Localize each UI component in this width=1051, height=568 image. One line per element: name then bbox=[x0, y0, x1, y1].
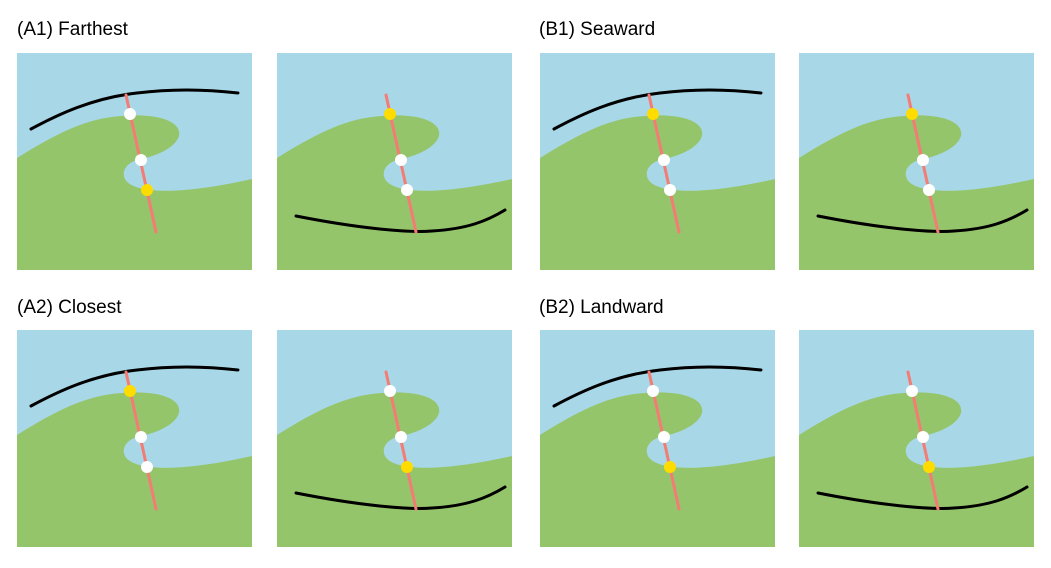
land-area bbox=[540, 115, 775, 270]
intersection-point bbox=[141, 461, 153, 473]
seaward-shoreline bbox=[29, 88, 240, 131]
intersection-point bbox=[658, 154, 670, 166]
panel-b1-landward bbox=[799, 53, 1034, 270]
panel-a1-seaward bbox=[17, 53, 252, 270]
landward-shoreline bbox=[816, 208, 1029, 233]
landward-shoreline bbox=[816, 485, 1029, 510]
land-area bbox=[277, 115, 512, 270]
group-label-a1: (A1) Farthest bbox=[17, 19, 129, 40]
intersection-point bbox=[124, 108, 136, 120]
selected-intersection-point bbox=[923, 461, 935, 473]
selected-intersection-point bbox=[664, 461, 676, 473]
land-area bbox=[540, 392, 775, 547]
panel-b1-seaward bbox=[540, 53, 775, 270]
selected-intersection-point bbox=[647, 108, 659, 120]
panel-b2-seaward bbox=[540, 330, 775, 547]
panel-a2-landward bbox=[277, 330, 512, 547]
land-area bbox=[799, 115, 1034, 270]
intersection-point bbox=[384, 385, 396, 397]
landward-shoreline bbox=[294, 485, 507, 510]
group-label-b2: (B2) Landward bbox=[539, 297, 664, 318]
land-area bbox=[17, 392, 252, 547]
intersection-point bbox=[906, 385, 918, 397]
intersection-point bbox=[664, 184, 676, 196]
intersection-point bbox=[135, 431, 147, 443]
selected-intersection-point bbox=[124, 385, 136, 397]
land-area bbox=[799, 392, 1034, 547]
land-area bbox=[277, 392, 512, 547]
group-label-b1: (B1) Seaward bbox=[539, 19, 655, 40]
intersection-point bbox=[395, 154, 407, 166]
group-label-a2: (A2) Closest bbox=[17, 297, 122, 318]
intersection-point bbox=[923, 184, 935, 196]
seaward-shoreline bbox=[29, 365, 240, 408]
intersection-point bbox=[658, 431, 670, 443]
panel-a2-seaward bbox=[17, 330, 252, 547]
panel-b2-landward bbox=[799, 330, 1034, 547]
seaward-shoreline bbox=[552, 88, 763, 131]
intersection-point bbox=[135, 154, 147, 166]
intersection-point bbox=[917, 431, 929, 443]
panel-grid bbox=[17, 53, 1034, 547]
selected-intersection-point bbox=[141, 184, 153, 196]
selected-intersection-point bbox=[384, 108, 396, 120]
selected-intersection-point bbox=[401, 461, 413, 473]
panel-a1-landward bbox=[277, 53, 512, 270]
land-area bbox=[17, 115, 252, 270]
intersection-point bbox=[917, 154, 929, 166]
selected-intersection-point bbox=[906, 108, 918, 120]
seaward-shoreline bbox=[552, 365, 763, 408]
intersection-point bbox=[395, 431, 407, 443]
landward-shoreline bbox=[294, 208, 507, 233]
intersection-point bbox=[401, 184, 413, 196]
intersection-point bbox=[647, 385, 659, 397]
